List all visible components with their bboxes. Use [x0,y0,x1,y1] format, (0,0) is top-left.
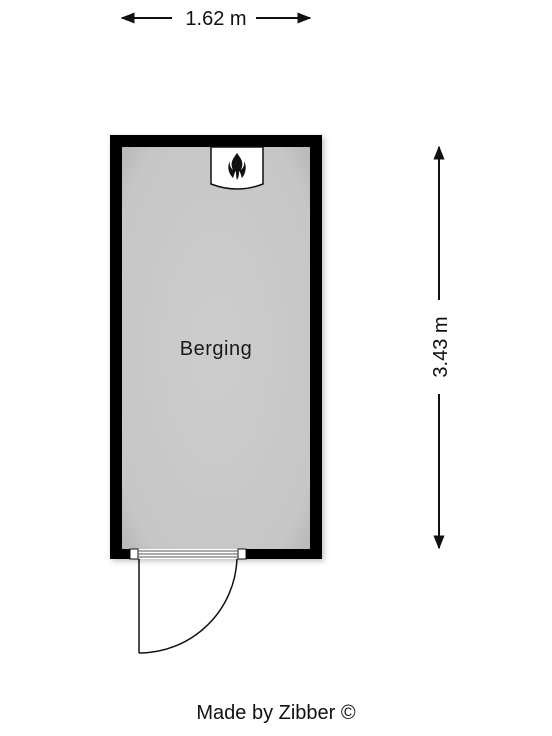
room-floor [122,147,310,549]
width-dimension: 1.62 m [120,8,312,30]
height-dimension-label: 3.43 m [430,316,452,377]
room-berging [110,135,322,559]
door-jamb-right [237,548,247,560]
width-dimension-label: 1.62 m [185,8,246,30]
boiler [210,146,264,190]
height-dimension: 3.43 m [430,145,452,550]
credit-text: Made by Zibber © [196,702,356,724]
room-label: Berging [180,338,252,360]
boiler-flame-icon [228,153,246,180]
door-jamb-left [129,548,139,560]
door-swing-arc [138,558,238,654]
door [129,548,247,654]
